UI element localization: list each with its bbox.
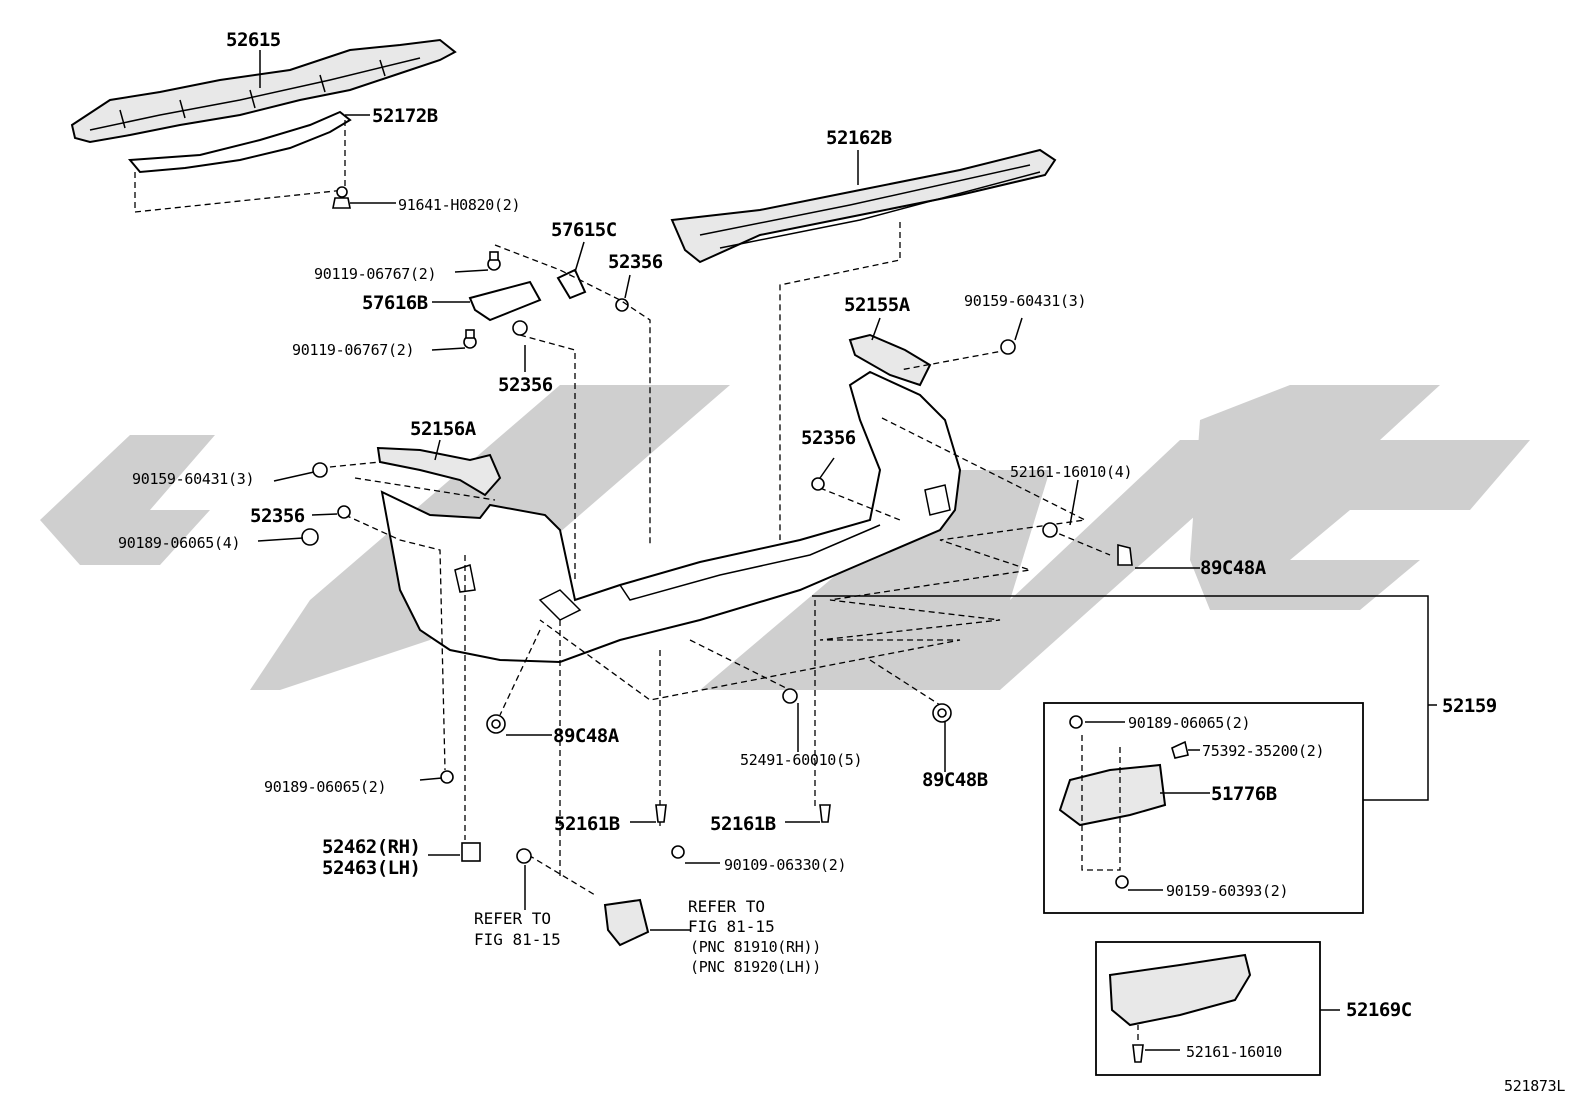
part-52172B-absorber [127, 110, 352, 174]
label-52156A: 52156A [410, 418, 477, 440]
part-52162B-step-cover [670, 148, 1057, 540]
label-90119-b: 90119-06767(2) [292, 341, 414, 359]
ref2-line3: (PNC 81910(RH)) [690, 938, 821, 956]
label-90159-a: 90159-60431(3) [964, 292, 1086, 310]
label-89C48B: 89C48B [922, 769, 988, 791]
label-52356-d: 52356 [801, 427, 856, 449]
clip-52356-a [615, 298, 629, 312]
label-52161B-b: 52161B [710, 813, 776, 835]
ref1-line2: FIG 81-15 [474, 930, 561, 949]
label-52155A: 52155A [844, 294, 911, 316]
label-52169C: 52169C [1346, 999, 1412, 1021]
ref2-line2: FIG 81-15 [688, 917, 775, 936]
ref2-line1: REFER TO [688, 897, 765, 916]
watermark-logo [40, 385, 1530, 690]
label-52356-a: 52356 [608, 251, 663, 273]
label-52161-16010: 52161-16010 [1186, 1043, 1282, 1061]
group-box-52169C [1095, 941, 1321, 1076]
clip-52356-b [512, 320, 528, 336]
label-75392: 75392-35200(2) [1202, 742, 1324, 760]
label-52172B: 52172B [372, 105, 438, 127]
label-51776B: 51776B [1211, 783, 1277, 805]
label-52491: 52491-60010(5) [740, 751, 862, 769]
label-90189-c: 90189-06065(2) [1128, 714, 1250, 732]
label-91641: 91641-H0820(2) [398, 196, 520, 214]
label-52161-16010-4: 52161-16010(4) [1010, 463, 1132, 481]
part-51776B-cover [1058, 715, 1189, 871]
label-90189-b: 90189-06065(2) [264, 778, 386, 796]
diagram-id: 521873L [1504, 1077, 1565, 1095]
label-90159-b: 90159-60431(3) [132, 470, 254, 488]
label-90119-a: 90119-06767(2) [314, 265, 436, 283]
fastener-icons [301, 186, 1133, 947]
label-52463: 52463(LH) [322, 857, 420, 879]
label-52356-c: 52356 [250, 505, 305, 527]
label-52462: 52462(RH) [322, 836, 420, 858]
label-52161B-a: 52161B [554, 813, 620, 835]
ref1-line1: REFER TO [474, 909, 551, 928]
label-52162B: 52162B [826, 127, 892, 149]
label-90189-a: 90189-06065(4) [118, 534, 240, 552]
ref2-line4: (PNC 81920(LH)) [690, 958, 821, 976]
label-52356-b: 52356 [498, 374, 553, 396]
part-57615C-bracket [556, 268, 587, 300]
label-52615: 52615 [226, 29, 281, 51]
label-57615C: 57615C [551, 219, 617, 241]
part-52615-reinforcement [70, 38, 457, 144]
part-52169C-cover [1108, 953, 1252, 1063]
group-box-52159 [1043, 702, 1364, 914]
label-57616B: 57616B [362, 292, 428, 314]
label-52159: 52159 [1442, 695, 1497, 717]
part-52155A-retainer [848, 333, 932, 387]
part-57616B-bracket [468, 280, 542, 322]
label-90159-c: 90159-60393(2) [1166, 882, 1288, 900]
label-89C48A-a: 89C48A [1200, 557, 1267, 579]
part-52156A-retainer [376, 446, 502, 497]
leader-lines [257, 50, 1210, 1051]
label-89C48A-b: 89C48A [553, 725, 620, 747]
label-90109: 90109-06330(2) [724, 856, 846, 874]
